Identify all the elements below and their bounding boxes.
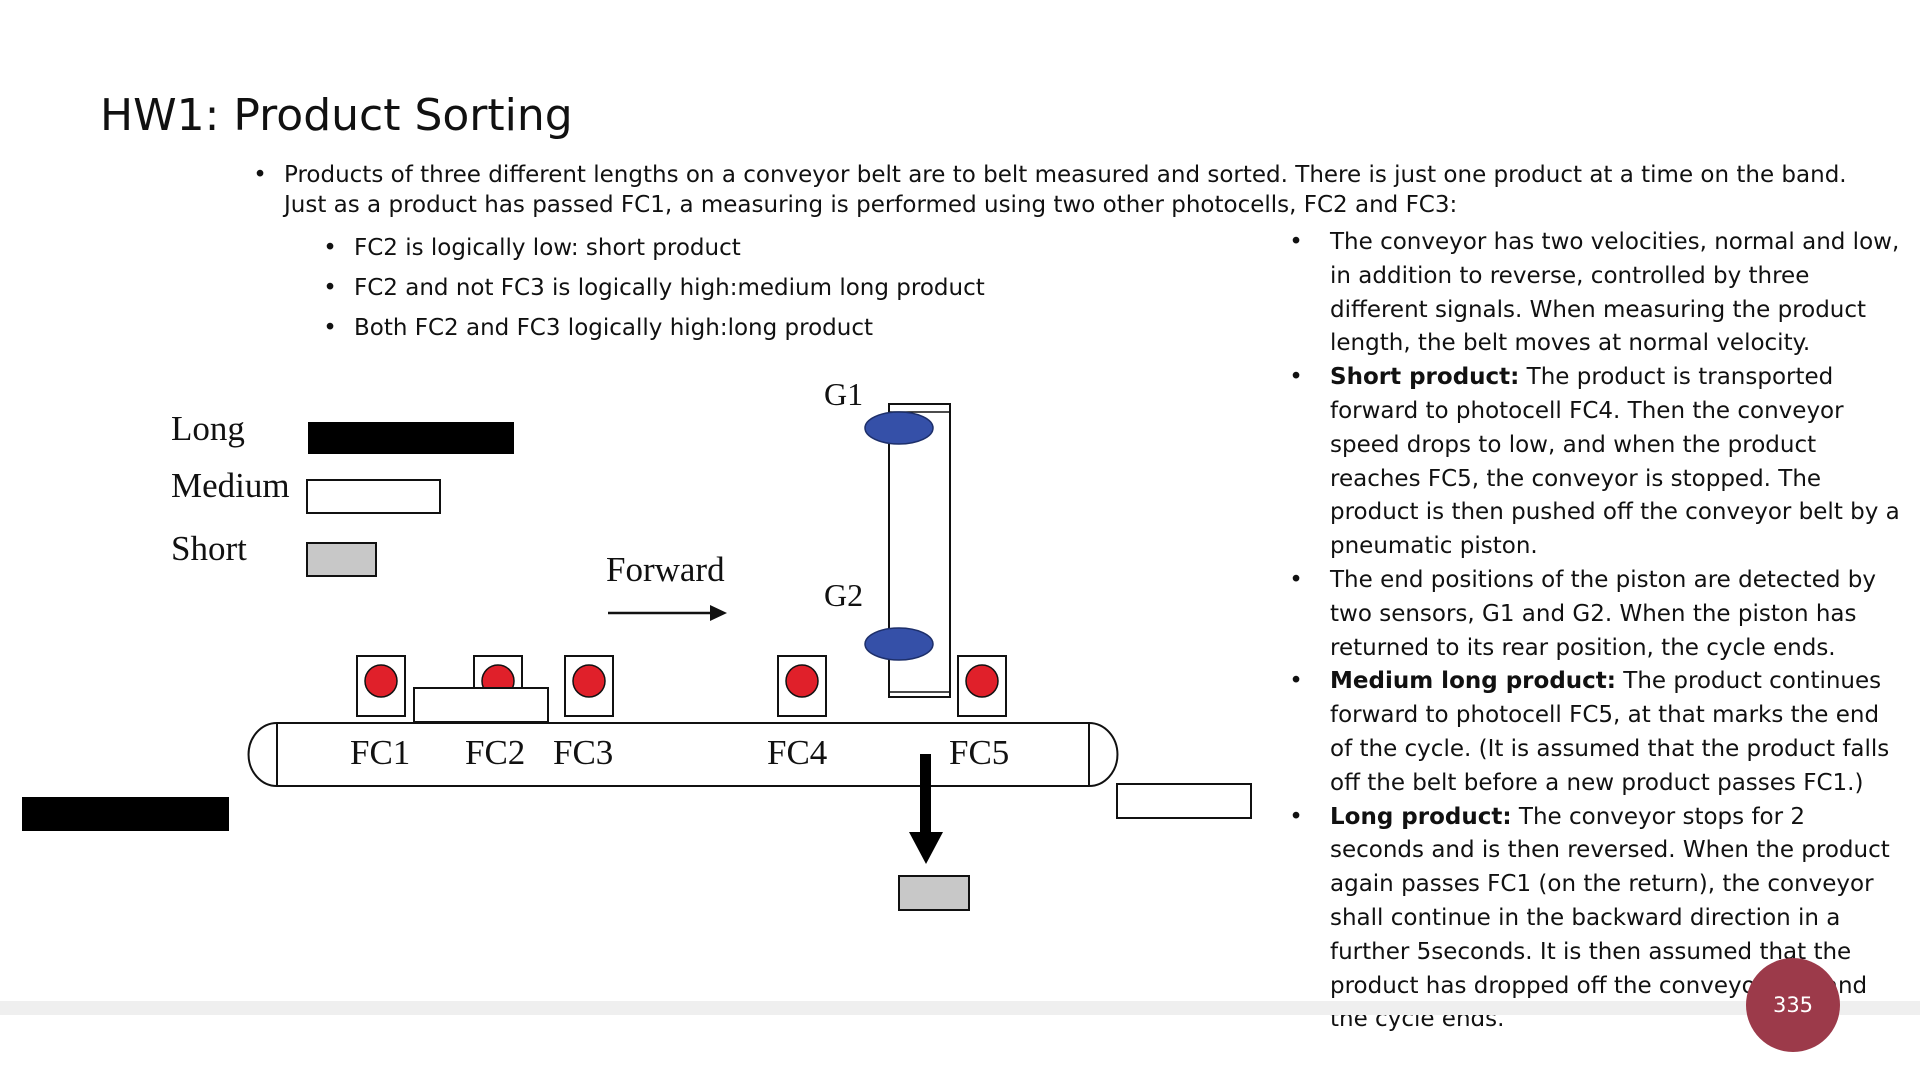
legend-short-label: Short [171,529,247,568]
photocell-label: FC2 [465,733,525,772]
bullet-dot: • [1289,803,1303,830]
description-text: The end positions of the piston are dete… [1330,566,1876,661]
photocell-label: FC3 [553,733,613,772]
legend-medium-swatch [306,479,441,514]
description-item: • Long product: The conveyor stops for 2… [1284,801,1906,1038]
description-item: • Short product: The product is transpor… [1284,361,1906,564]
intro-bullet: • Products of three different lengths on… [250,160,1890,220]
photocell-fc4 [777,655,827,717]
bullet-dot: • [1289,668,1303,695]
description-bold: Medium long product: [1330,668,1616,695]
photocell-fc3 [564,655,614,717]
description-text: The conveyor stops for 2 seconds and is … [1330,803,1890,1033]
sub-bullet-list: • FC2 is logically low: short product • … [320,228,1220,348]
description-bold: Long product: [1330,803,1512,830]
medium-product-on-belt [413,687,549,723]
sensor-g1-label: G1 [824,376,863,412]
description-text: The conveyor has two velocities, normal … [1330,229,1900,357]
bullet-dot: • [323,315,337,341]
medium-product-exit [1116,783,1252,819]
photocell-label: FC1 [350,733,410,772]
photocell-label: FC4 [767,733,827,772]
intro-text: Products of three different lengths on a… [284,162,1847,218]
conveyor-diagram: Long Medium Short Forward G1 G2 FC1 FC2 [22,376,1252,911]
sub-bullet-text: FC2 and not FC3 is logically high:medium… [354,275,985,301]
sub-bullet-text: FC2 is logically low: short product [354,235,741,261]
legend-medium-label: Medium [171,466,290,505]
photocell-fc5 [957,655,1007,717]
sub-bullet-item: • FC2 and not FC3 is logically high:medi… [320,268,1220,308]
push-arrow-head [909,832,943,864]
sensor-g1 [864,411,934,445]
sensor-g2-label: G2 [824,577,863,613]
page-number: 335 [1746,958,1840,1052]
forward-label: Forward [606,550,725,589]
bullet-dot: • [1289,566,1303,593]
legend-short-swatch [306,542,377,577]
bullet-dot: • [323,235,337,261]
description-text: The product is transported forward to ph… [1330,364,1900,560]
photocell-fc1 [356,655,406,717]
bullet-dot: • [1289,229,1303,255]
push-arrow-shaft [920,754,931,834]
legend-long-swatch [308,422,514,454]
photocell-label: FC5 [949,733,1009,772]
sub-bullet-item: • FC2 is logically low: short product [320,228,1220,268]
footer-bar [0,1001,1920,1015]
description-text: The product continues forward to photoce… [1330,668,1890,796]
description-item: • The conveyor has two velocities, norma… [1284,226,1906,361]
forward-arrow-head [710,605,727,621]
bullet-dot: • [323,275,337,301]
bullet-dot: • [253,162,267,188]
short-product-pushed [898,875,970,911]
bullet-dot: • [1289,364,1303,391]
legend-long-label: Long [171,409,245,448]
description-item: • Medium long product: The product conti… [1284,665,1906,800]
description-item: • The end positions of the piston are de… [1284,564,1906,665]
slide-title: HW1: Product Sorting [100,90,573,141]
description-list: • The conveyor has two velocities, norma… [1284,226,1906,1037]
sub-bullet-item: • Both FC2 and FC3 logically high:long p… [320,308,1220,348]
long-product-reversed [22,797,229,831]
description-bold: Short product: [1330,364,1520,391]
sub-bullet-text: Both FC2 and FC3 logically high:long pro… [354,315,874,341]
sensor-g2 [864,627,934,661]
